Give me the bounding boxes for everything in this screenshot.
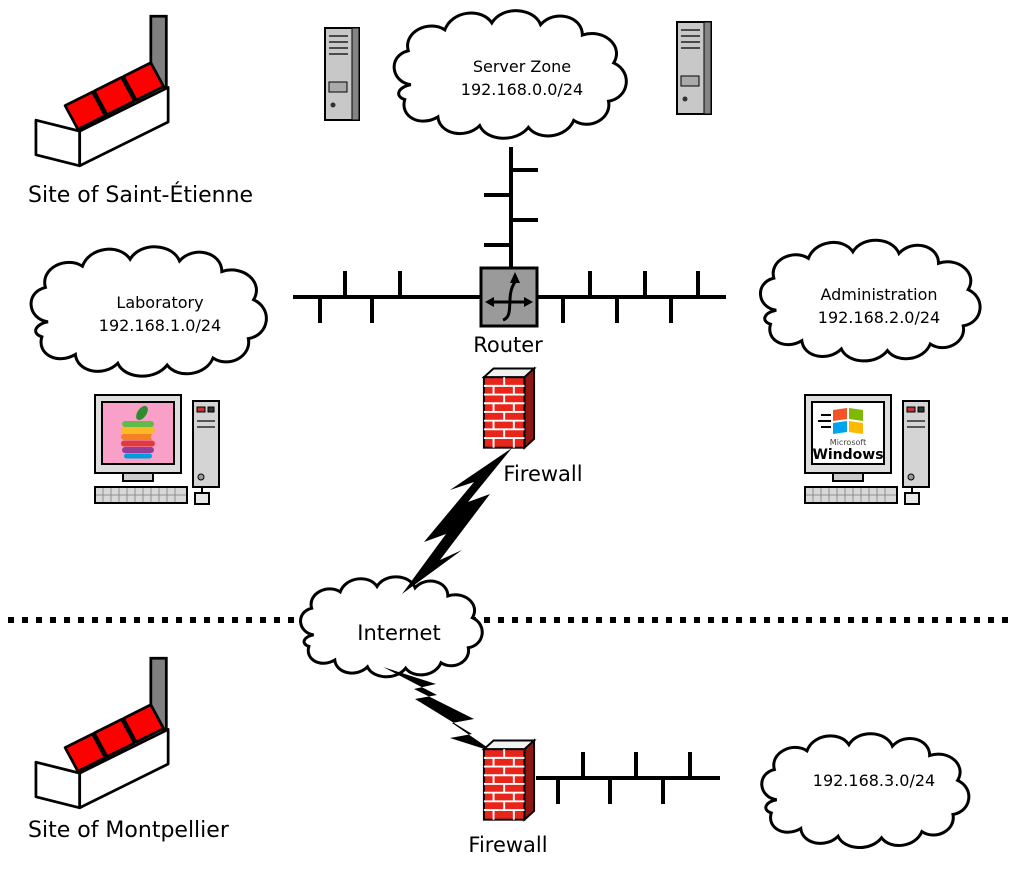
keyboard-keys — [806, 488, 896, 502]
monitor-stand — [122, 472, 154, 482]
firewall-site2-label: Firewall — [468, 833, 547, 857]
internet-cloud: Internet — [299, 575, 484, 678]
server-zone-bus — [484, 147, 538, 270]
router-icon — [479, 266, 539, 328]
site-montpellier-label: Site of Montpellier — [28, 818, 230, 843]
montpellier-lan-subnet: 192.168.3.0/24 — [813, 771, 935, 790]
laboratory-cloud: Laboratory 192.168.1.0/24 — [29, 245, 268, 378]
firewall-icon — [482, 367, 536, 449]
apple-logo-icon — [121, 405, 161, 459]
mouse — [904, 492, 920, 505]
monitor-stand — [832, 472, 864, 482]
lightning-bolt-icon — [383, 667, 494, 752]
windows-os-text: Windows — [812, 447, 883, 463]
internet-label: Internet — [357, 621, 440, 645]
computer-tower — [192, 400, 220, 488]
site-saint-etienne-label: Site of Saint-Étienne — [28, 182, 253, 208]
administration-cloud: Administration 192.168.2.0/24 — [759, 238, 982, 363]
laboratory-name: Laboratory — [116, 293, 203, 312]
firewall-icon — [482, 739, 536, 821]
lightning-bolt-icon — [402, 448, 512, 594]
administration-subnet: 192.168.2.0/24 — [818, 308, 940, 327]
router-label: Router — [473, 333, 543, 357]
mac-workstation-icon — [94, 394, 220, 505]
montpellier-lan-cloud: 192.168.3.0/24 — [760, 732, 971, 849]
server-zone-name: Server Zone — [473, 57, 571, 76]
laboratory-subnet: 192.168.1.0/24 — [99, 316, 221, 335]
keyboard-keys — [96, 488, 186, 502]
windows-logo-icon — [818, 408, 863, 434]
computer-tower — [902, 400, 930, 488]
server-icon — [323, 27, 361, 122]
windows-workstation-icon: Microsoft Windows — [804, 394, 930, 505]
windows-brand-text: Microsoft — [830, 438, 866, 447]
montpellier-lan-bus — [536, 752, 720, 804]
mouse — [194, 492, 210, 505]
server-icon — [675, 21, 713, 116]
server-zone-cloud: Server Zone 192.168.0.0/24 — [392, 9, 628, 140]
administration-name: Administration — [820, 285, 937, 304]
server-zone-subnet: 192.168.0.0/24 — [461, 80, 583, 99]
firewall-site1-label: Firewall — [503, 462, 582, 486]
monitor-screen — [811, 401, 885, 465]
